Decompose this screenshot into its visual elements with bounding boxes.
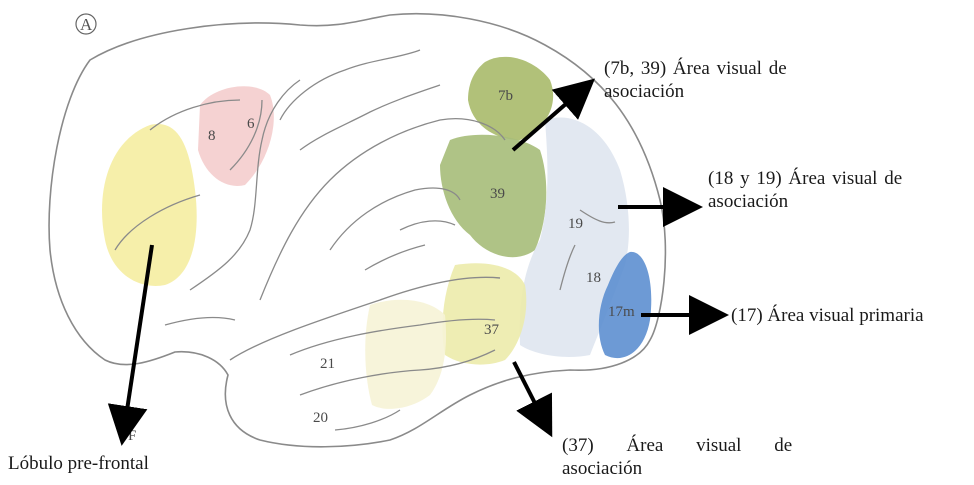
annotation-17: (17) Área visual primaria <box>731 304 971 327</box>
region-37 <box>442 263 526 364</box>
region-label-6: 6 <box>247 116 255 132</box>
region-label-20: 20 <box>313 410 328 426</box>
region-label-19: 19 <box>568 216 583 232</box>
region-temporal <box>365 300 446 409</box>
annotation-prefrontal: Lóbulo pre-frontal <box>8 452 208 475</box>
region-label-21: 21 <box>320 356 335 372</box>
annotation-18-19: (18 y 19) Área visual de asociación <box>708 167 972 213</box>
region-label-7b: 7b <box>498 88 513 104</box>
region-label-F: F <box>128 428 136 444</box>
annotation-7b-39: (7b, 39) Área visual de asociación <box>604 57 844 103</box>
region-label-8: 8 <box>208 128 216 144</box>
panel-letter: A <box>80 15 93 34</box>
region-label-37: 37 <box>484 322 500 338</box>
region-label-17m: 17m <box>608 304 635 320</box>
annotation-37: (37) Área visual de asociación <box>562 434 822 480</box>
region-label-18: 18 <box>586 270 601 286</box>
region-label-39: 39 <box>490 186 505 202</box>
arrow-37 <box>514 362 545 423</box>
